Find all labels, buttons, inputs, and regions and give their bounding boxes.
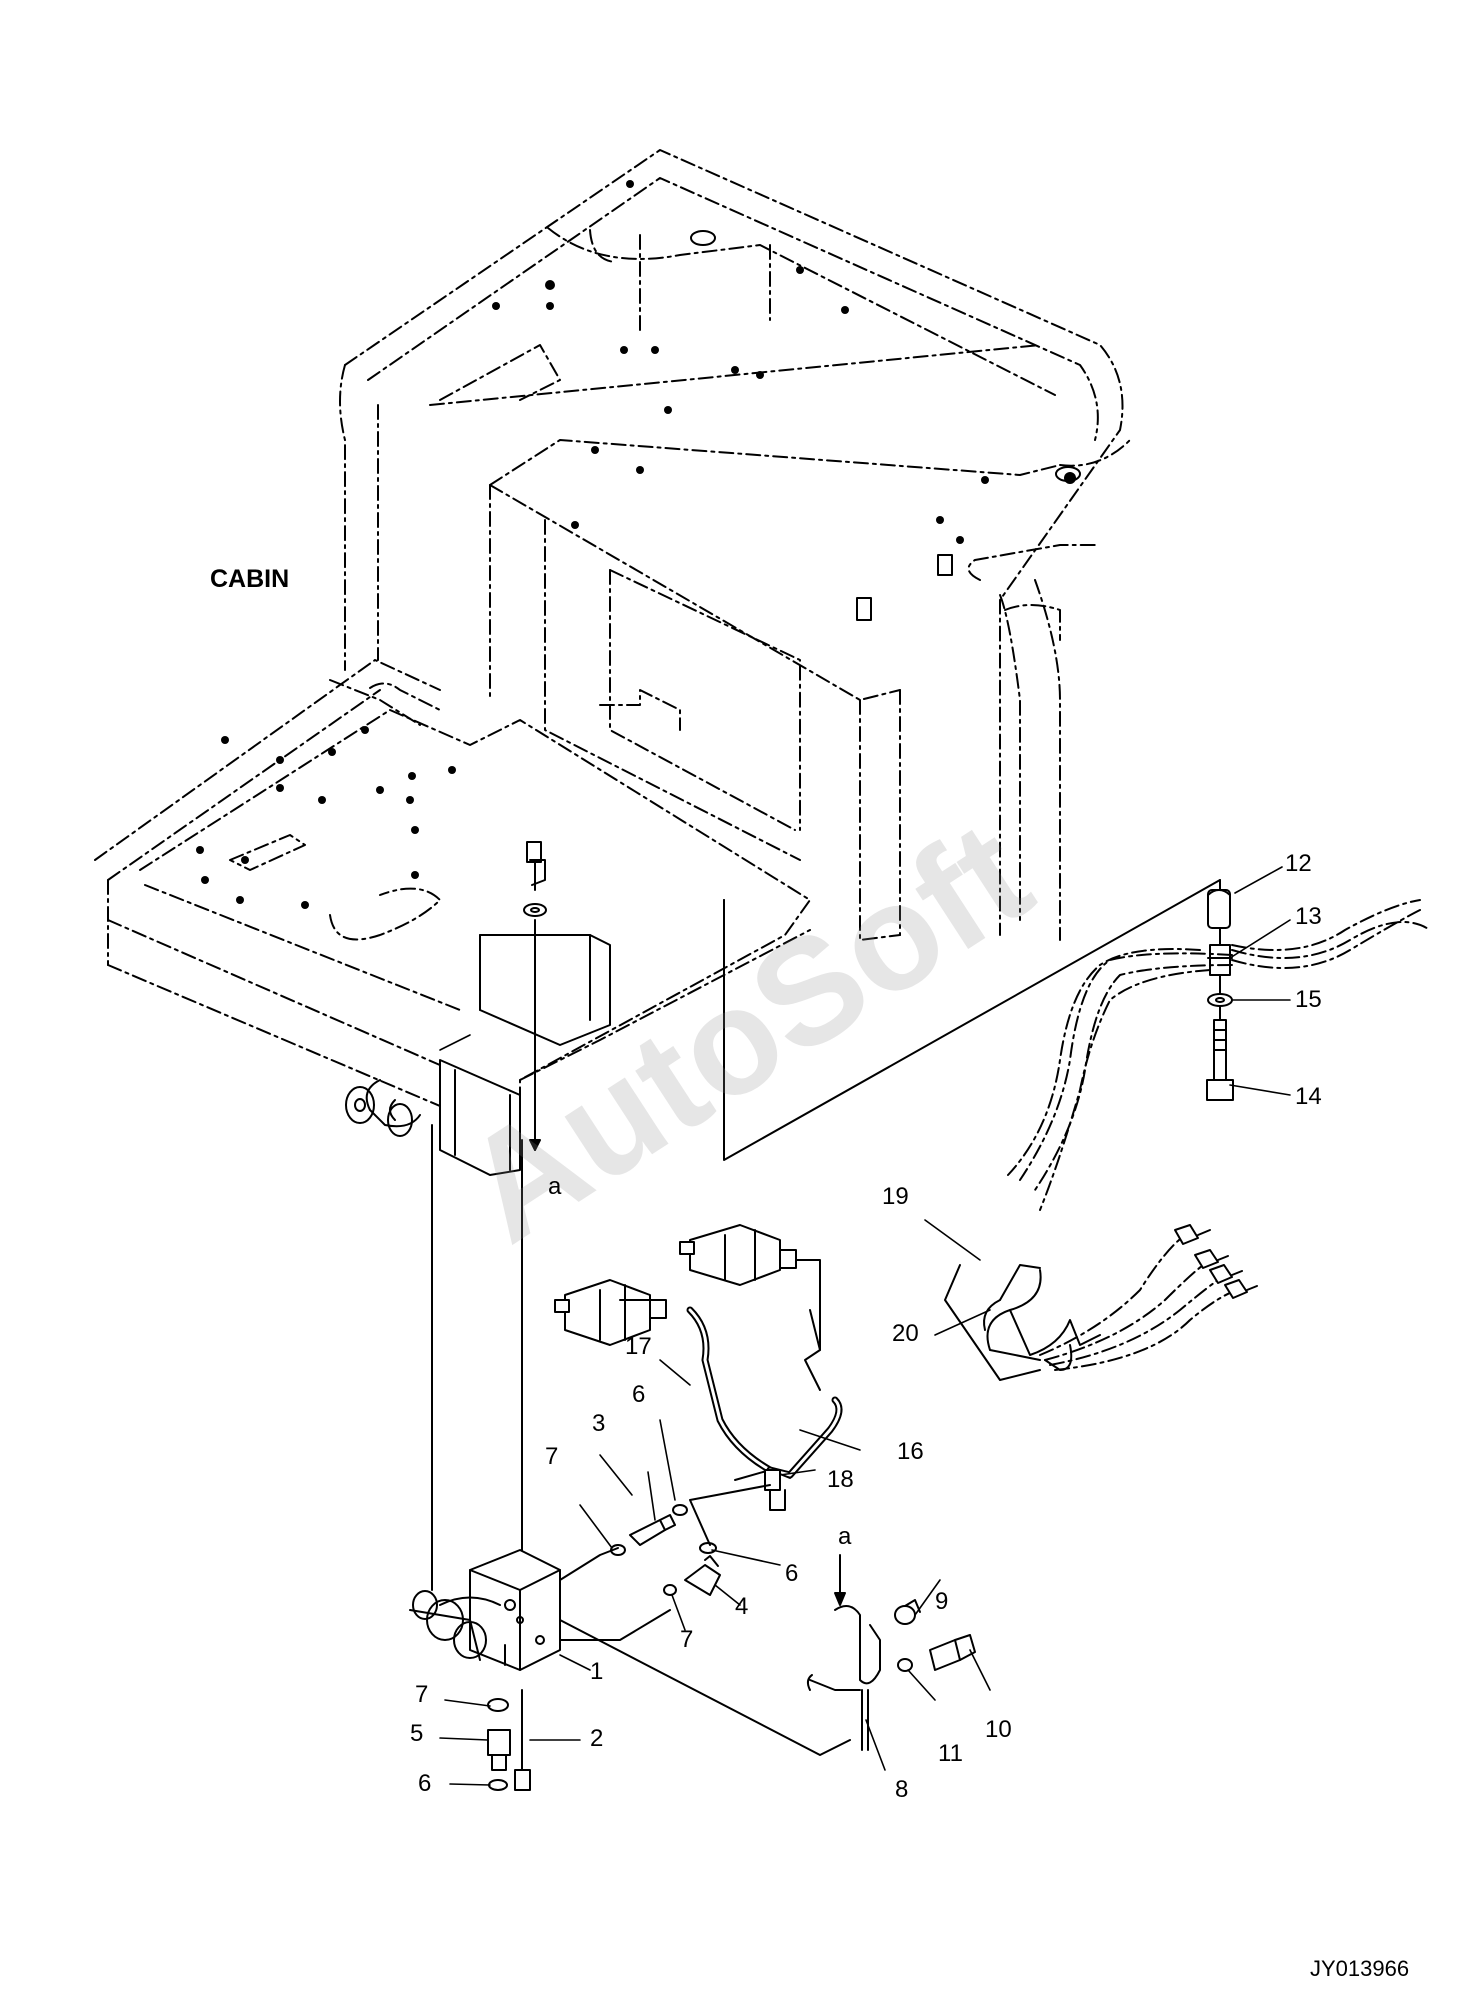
callout-20: 20 [892,1320,919,1347]
callout-7-lower: 7 [415,1681,429,1708]
callout-17: 17 [625,1333,652,1360]
callout-7-middle: 7 [680,1626,694,1653]
callout-19: 19 [882,1183,909,1210]
callout-1: 1 [590,1658,604,1685]
callout-12: 12 [1285,850,1312,877]
solenoid-valves-upper [554,1224,821,1351]
valve-block [409,1549,561,1671]
cabin-label: CABIN [210,565,290,593]
callout-6-upper: 6 [632,1381,646,1408]
callout-5: 5 [410,1720,424,1747]
callout-3: 3 [592,1410,606,1437]
cabin-bosses [690,230,1081,621]
callout-4: 4 [735,1593,749,1620]
view-arrow-a-head [529,1139,541,1151]
callout-7-upper: 7 [545,1443,559,1470]
view-arrow-label: a [548,1173,562,1200]
callout-18: 18 [827,1466,854,1493]
fittings [487,1504,851,1791]
drawing-code: JY013966 [1310,1956,1410,1981]
detail-link-line [723,879,1221,1161]
callout-11: 11 [938,1740,963,1767]
bracket-8 [806,1554,976,1751]
callout-2: 2 [590,1725,604,1752]
callout-14: 14 [1295,1083,1322,1110]
callout-13: 13 [1295,903,1322,930]
cabin-outline [94,149,1131,1141]
detail-bolt-assembly [1206,889,1234,1101]
callout-6-middle: 6 [785,1560,799,1587]
callout-15: 15 [1295,986,1322,1013]
hoses [686,1306,843,1546]
bracket-assembly [345,841,611,1176]
callout-8: 8 [895,1776,909,1803]
callout-leaders [439,866,1291,1786]
mounting-holes [196,180,1076,909]
callout-6-lower: 6 [418,1770,432,1797]
wiring-harness [944,899,1431,1381]
callout-10: 10 [985,1716,1012,1743]
callout-9: 9 [935,1588,949,1615]
callout-16: 16 [897,1438,924,1465]
view-arrow-label-lower: a [838,1523,852,1550]
